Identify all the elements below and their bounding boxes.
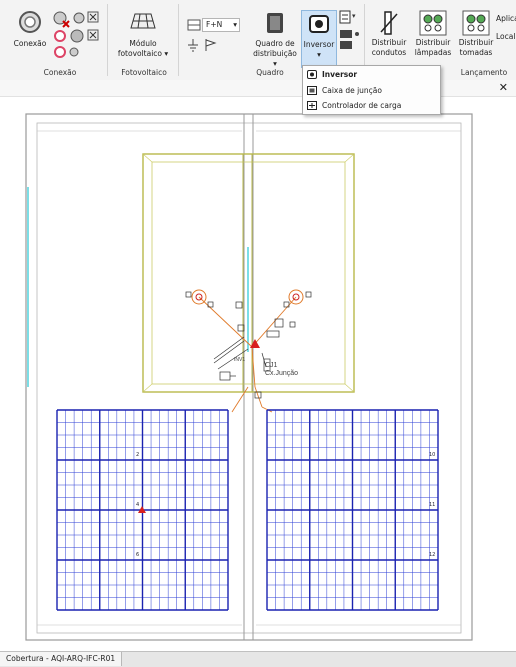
distribuir-lampadas-button[interactable]: Distribuir lâmpadas: [412, 10, 454, 66]
menu-item-label: Controlador de carga: [322, 101, 402, 110]
inverter-icon: [309, 15, 329, 33]
pv-array-group: [56, 409, 439, 611]
chevron-down-icon: ▾: [233, 20, 237, 29]
drawing-tab[interactable]: Cobertura - AQI-ARQ-IFC-R01: [0, 652, 123, 666]
wire: [251, 346, 256, 388]
panel-number: 4: [136, 502, 139, 508]
group-label-lancamento: Lançamento: [460, 68, 508, 77]
device-cluster[interactable]: [213, 301, 296, 399]
building-inner-outline: [36, 122, 462, 634]
pv-marker[interactable]: [138, 506, 146, 513]
ribbon: Conexão Conexão Módulo fotovoltaico ▾ Fo…: [0, 0, 516, 81]
quadro-distribuicao-button[interactable]: Quadro de distribuição ▾: [251, 12, 299, 69]
outlet-icon: [462, 10, 490, 36]
group-separator: [364, 4, 365, 76]
quadro-label-row: distribuição ▾: [251, 49, 299, 69]
conexao-button[interactable]: Conexão: [10, 10, 50, 54]
panel-number: 6: [136, 552, 139, 558]
cad-canvas[interactable]: CJ1 Cx.Junção INV1 2 4 6 10 11 12: [0, 97, 516, 651]
skylight-corner: [142, 383, 153, 393]
group-label-quadro: Quadro: [256, 68, 284, 77]
inversor-dropdown-menu: Inversor Caixa de junção Controlador de …: [302, 65, 441, 115]
label-cx-juncao: Cx.Junção: [265, 370, 298, 377]
panel-number: 2: [136, 452, 139, 458]
lamp-symbol[interactable]: [185, 289, 214, 308]
small-tools-icon[interactable]: ▾: [337, 8, 361, 66]
close-icon[interactable]: ✕: [498, 81, 508, 94]
chevron-down-icon: ▾: [273, 59, 277, 68]
cond-label-1: Distribuir: [371, 38, 407, 47]
skylight-corner: [344, 383, 355, 393]
inverter-marker[interactable]: [250, 339, 260, 348]
modulo-label-2: fotovoltaico: [117, 49, 163, 58]
panel-number: 10: [429, 452, 435, 458]
wire: [231, 386, 249, 413]
conduit-icon: [380, 11, 398, 35]
tom-label-1: Distribuir: [458, 38, 494, 47]
lamp-label-2: lâmpadas: [414, 48, 452, 57]
panel-number: 11: [429, 502, 435, 508]
connection-tools-icon[interactable]: [52, 10, 102, 60]
chevron-down-icon: ▾: [162, 49, 169, 58]
ground-icon[interactable]: [186, 38, 200, 52]
wire: [254, 386, 263, 408]
menu-item-controlador-carga[interactable]: Controlador de carga: [303, 98, 440, 113]
skylight-corner: [142, 153, 153, 163]
quadro-label-2: distribuição: [253, 49, 297, 58]
lamp-symbol[interactable]: [283, 289, 312, 308]
inverter-icon: [307, 70, 317, 79]
group-label-fotovoltaico: Fotovoltaico: [121, 68, 167, 77]
menu-item-caixa-juncao[interactable]: Caixa de junção: [303, 83, 440, 98]
svg-text:▾: ▾: [352, 12, 356, 20]
label-cj1: CJ1: [265, 362, 278, 369]
conexao-label: Conexão: [13, 39, 47, 48]
distribuir-tomadas-button[interactable]: Distribuir tomadas: [456, 10, 496, 66]
cond-label-2: condutos: [371, 48, 407, 57]
panel-number: 12: [429, 552, 435, 558]
modulo-label-1: Módulo: [129, 39, 157, 48]
solar-panel-icon: [130, 13, 156, 29]
distribuir-condutos-button[interactable]: Distribuir condutos: [368, 10, 410, 66]
lamp-icon: [419, 10, 447, 36]
menu-item-label: Inversor: [322, 70, 358, 79]
flag-icon[interactable]: [203, 38, 217, 52]
building-outline: [25, 113, 473, 641]
aplica-button[interactable]: Aplica: [496, 14, 516, 23]
label-inv: INV1: [234, 357, 245, 363]
skylight-inner: [151, 161, 346, 385]
junction-box-icon: [307, 86, 317, 95]
phase-icon: [187, 19, 201, 31]
group-separator: [178, 4, 179, 76]
menu-item-label: Caixa de junção: [322, 86, 382, 95]
chevron-down-icon: ▾: [317, 50, 321, 59]
lamp-label-1: Distribuir: [415, 38, 451, 47]
inversor-button[interactable]: Inversor ▾: [301, 10, 337, 68]
charge-controller-icon: [307, 101, 317, 110]
local-button[interactable]: Local: [496, 32, 516, 41]
tom-label-2: tomadas: [459, 48, 493, 57]
status-bar: Cobertura - AQI-ARQ-IFC-R01: [0, 651, 516, 667]
phase-dropdown[interactable]: F+N ▾: [202, 18, 240, 32]
modulo-fotovoltaico-button[interactable]: Módulo fotovoltaico ▾: [114, 12, 172, 66]
distribution-board-icon: [267, 13, 283, 33]
skylight-corner: [344, 153, 355, 163]
connection-icon: [19, 11, 41, 33]
group-separator: [107, 4, 108, 76]
inversor-label: Inversor: [303, 40, 335, 49]
modulo-label-row: fotovoltaico ▾: [114, 49, 172, 59]
skylight-frame: [142, 153, 355, 393]
pv-array-right[interactable]: [266, 409, 439, 611]
group-label-conexao: Conexão: [43, 68, 77, 77]
wire: [251, 296, 297, 348]
phase-dropdown-value: F+N: [206, 20, 223, 29]
quadro-label-1: Quadro de: [255, 39, 295, 48]
menu-item-inversor[interactable]: Inversor: [303, 67, 440, 82]
